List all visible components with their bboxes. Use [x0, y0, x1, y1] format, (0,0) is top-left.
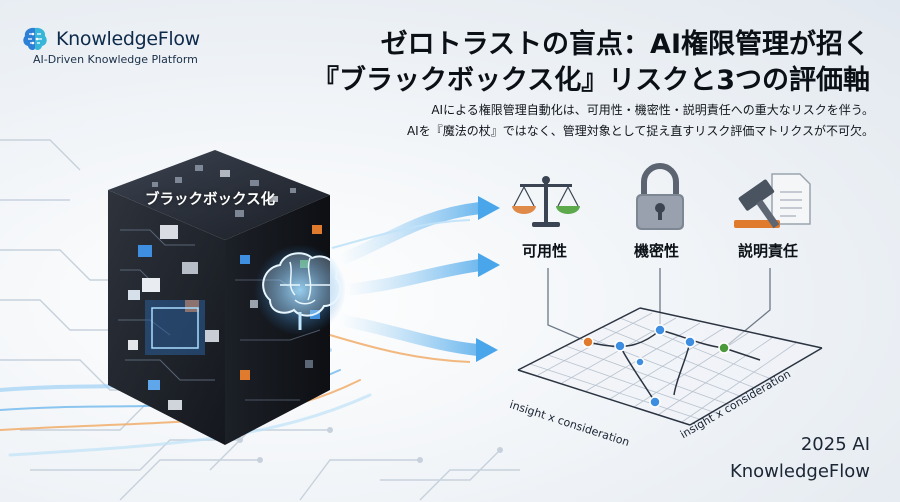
- axis-label-availability: 可用性: [522, 242, 568, 260]
- padlock-icon: [636, 163, 684, 230]
- brain-logo-icon: [23, 27, 47, 51]
- brand-logo: KnowledgeFlow: [20, 24, 200, 54]
- gavel-document-icon: [734, 173, 811, 229]
- axis-label-confidentiality: 機密性: [634, 242, 680, 260]
- page-title: ゼロトラストの盲点：AI権限管理が招く 『ブラックボックス化』リスクと3つの評価…: [312, 27, 870, 99]
- footer-year: 2025 AI: [800, 434, 870, 455]
- circuit-traces: [0, 139, 520, 501]
- brand-name: KnowledgeFlow: [56, 28, 200, 50]
- subtitle-line-1: AIによる権限管理自動化は、可用性・機密性・説明責任への重大なリスクを伴う。: [431, 103, 874, 117]
- brain-icon: [254, 244, 346, 336]
- cube-label: ブラックボックス化: [145, 192, 276, 208]
- flow-arrows: [329, 196, 500, 363]
- title-line-2: 『ブラックボックス化』リスクと3つの評価軸: [312, 65, 870, 96]
- scales-icon: [512, 176, 580, 227]
- brand-tagline: AI-Driven Knowledge Platform: [33, 53, 198, 66]
- page-subtitle: AIによる権限管理自動化は、可用性・機密性・説明責任への重大なリスクを伴う。 A…: [407, 100, 874, 142]
- evaluation-grid: [517, 307, 823, 426]
- subtitle-line-2: AIを『魔法の杖』ではなく、管理対象として捉え直すリスク評価マトリクスが不可欠。: [406, 124, 874, 138]
- footer-brand: KnowledgeFlow: [729, 461, 870, 482]
- title-line-1: ゼロトラストの盲点：AI権限管理が招く: [380, 29, 870, 60]
- axis-label-accountability: 説明責任: [738, 242, 799, 260]
